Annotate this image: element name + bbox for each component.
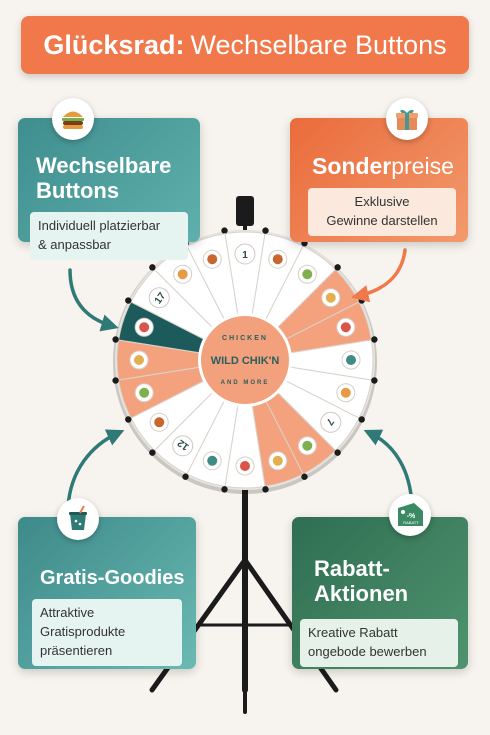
wheel-top-mount <box>236 196 254 226</box>
wheel-peg <box>221 486 228 493</box>
wheel-peg <box>149 449 156 456</box>
wheel-peg <box>125 416 132 423</box>
wheel-center-logo <box>201 316 289 404</box>
wheel-peg <box>358 297 365 304</box>
wheel-peg <box>125 297 132 304</box>
segment-number-badge <box>234 243 256 265</box>
card-subtitle: Individuell platzierbar & anpassbar <box>30 212 188 260</box>
wheel-peg <box>182 473 189 480</box>
wheel-peg <box>371 377 378 384</box>
wheel-peg <box>334 264 341 271</box>
card-wechselbare-buttons: Wechselbare Buttons Individuell platzier… <box>18 118 200 260</box>
wheel-peg <box>301 473 308 480</box>
page-title-rest: Wechselbare Buttons <box>190 29 447 60</box>
svg-text:-%: -% <box>407 513 416 520</box>
wheel-center-bottom-text: AND MORE <box>221 380 270 386</box>
wheel-peg <box>334 449 341 456</box>
card-gratis-goodies: Gratis-Goodies Attraktive Gratisprodukte… <box>18 517 196 669</box>
card-title: Wechselbare Buttons <box>36 153 172 203</box>
segment-number-badge <box>172 435 194 457</box>
arrow-to-wheel-top-right <box>351 248 407 303</box>
burger-icon <box>52 98 94 140</box>
segment-number: 1 <box>242 250 248 261</box>
page-title-bold: Glücksrad: <box>43 29 185 60</box>
wheel-center-top-text: CHICKEN <box>222 335 268 342</box>
page-title: Glücksrad: Wechselbare Buttons <box>21 16 469 74</box>
segment-number-badge <box>148 287 170 309</box>
card-title: Gratis-Goodies <box>40 567 185 589</box>
card-sonderpreise: Sonderpreise Exklusive Gewinne darstelle… <box>290 118 468 242</box>
segment-number: 7 <box>323 416 335 427</box>
card-title: Sonderpreise <box>312 153 454 179</box>
card-title: Rabatt- Aktionen <box>314 556 409 606</box>
arrow-to-wheel-bottom-left <box>66 429 125 510</box>
card-subtitle: Kreative Rabatt ongebode bewerben <box>300 619 458 667</box>
card-subtitle: Exklusive Gewinne darstellen <box>308 188 456 236</box>
wheel-peg <box>262 227 269 234</box>
segment-number-badge <box>320 411 342 433</box>
wheel-peg <box>112 377 119 384</box>
card-rabatt-aktionen: Rabatt- Aktionen Kreative Rabatt ongebod… <box>292 517 468 669</box>
wheel-peg <box>358 416 365 423</box>
drink-cup-icon <box>57 498 99 540</box>
wheel-peg <box>221 227 228 234</box>
wheel-peg <box>112 336 119 343</box>
discount-tag-icon: -% RABATT <box>389 494 431 536</box>
svg-text:RABATT: RABATT <box>403 520 419 525</box>
wheel-center-main-text: WILD CHIK'N <box>211 355 280 367</box>
card-subtitle: Attraktive Gratisprodukte präsentieren <box>32 599 182 666</box>
gift-icon <box>386 98 428 140</box>
wheel-peg <box>149 264 156 271</box>
wheel-peg <box>371 336 378 343</box>
wheel-peg <box>262 486 269 493</box>
arrow-to-wheel-top-left <box>68 268 119 332</box>
